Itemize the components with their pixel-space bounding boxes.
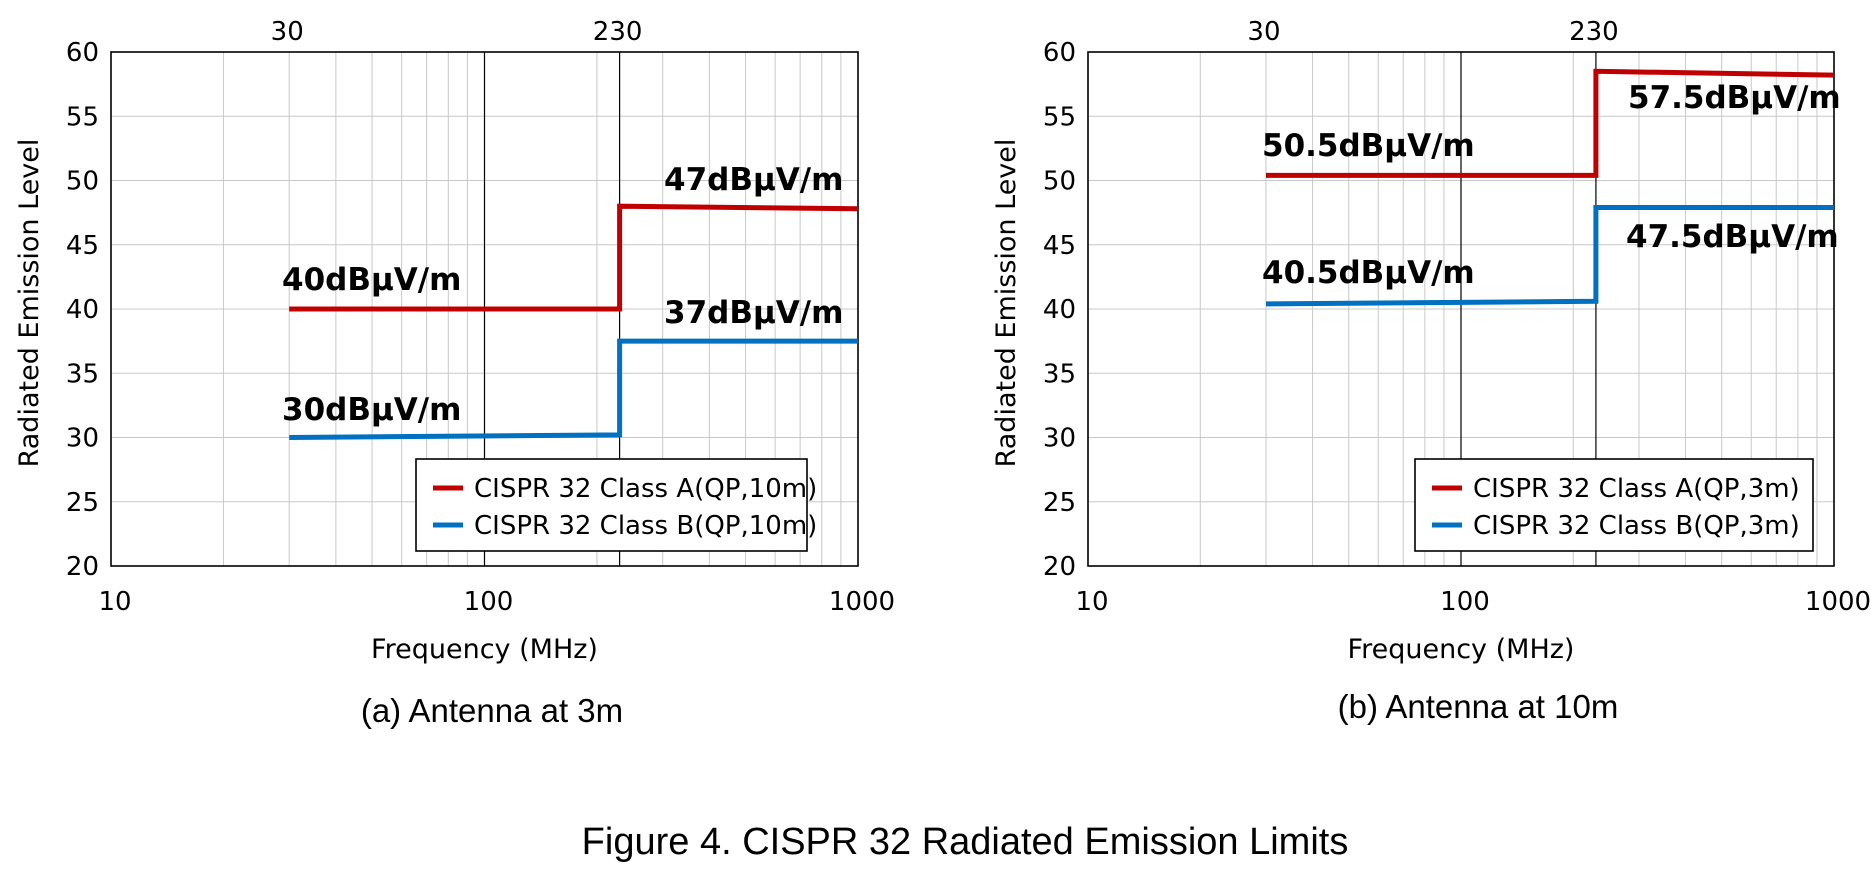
series-line-class-a (289, 203, 859, 312)
x-tick-label: 100 (1440, 587, 1490, 617)
value-label: 30dBµV/m (282, 392, 461, 428)
top-tick-label: 30 (271, 17, 304, 47)
y-tick-label: 60 (1043, 38, 1076, 68)
y-tick-label: 45 (66, 231, 99, 261)
top-tick-label: 230 (593, 17, 643, 47)
y-tick-label: 40 (1043, 295, 1076, 325)
y-tick-label: 55 (1043, 102, 1076, 132)
legend: CISPR 32 Class A(QP,10m) CISPR 32 Class B… (415, 458, 817, 552)
legend-entry: CISPR 32 Class B(QP,3m) (1473, 511, 1800, 541)
x-tick-label: 10 (98, 587, 131, 617)
value-label: 40.5dBµV/m (1262, 255, 1475, 291)
legend: CISPR 32 Class A(QP,3m) CISPR 32 Class B(… (1414, 458, 1814, 552)
y-tick-label: 30 (66, 424, 99, 454)
y-tick-label: 55 (66, 102, 99, 132)
y-tick-label: 25 (66, 488, 99, 518)
value-label: 57.5dBµV/m (1628, 80, 1841, 116)
legend-entry: CISPR 32 Class A(QP,3m) (1473, 474, 1800, 504)
y-tick-label: 35 (66, 359, 99, 389)
plot-frame (1087, 51, 1835, 567)
figure-title: Figure 4. CISPR 32 Radiated Emission Lim… (582, 821, 1349, 863)
value-label: 47dBµV/m (664, 162, 843, 198)
y-tick-label: 50 (66, 167, 99, 197)
legend-box (415, 458, 808, 552)
chart-antenna-10m: 20 25 30 35 40 45 50 55 60 10 100 1000 30 230Frequenc… (991, 17, 1871, 725)
y-tick-label: 30 (1043, 424, 1076, 454)
y-tick-label: 20 (1043, 552, 1076, 582)
legend-entry: CISPR 32 Class B(QP,10m) (474, 511, 817, 541)
x-tick-label: 10 (1075, 587, 1108, 617)
x-axis-title: Frequency (MHz) (1348, 634, 1575, 665)
y-tick-label: 35 (1043, 359, 1076, 389)
value-label: 47.5dBµV/m (1626, 219, 1839, 255)
y-tick-label: 40 (66, 295, 99, 325)
x-tick-label: 100 (464, 587, 514, 617)
plot-frame (110, 51, 859, 567)
x-tick-label: 1000 (1805, 587, 1871, 617)
x-tick-label: 1000 (829, 587, 895, 617)
top-tick-label: 30 (1247, 17, 1280, 47)
y-tick-label: 25 (1043, 488, 1076, 518)
y-tick-label: 20 (66, 552, 99, 582)
legend-box (1414, 458, 1814, 552)
y-axis-title: Radiated Emission Level (991, 139, 1022, 468)
top-tick-label: 230 (1569, 17, 1619, 47)
y-tick-label: 50 (1043, 167, 1076, 197)
y-tick-label: 60 (66, 38, 99, 68)
x-axis-title: Frequency (MHz) (371, 634, 598, 665)
value-label: 37dBµV/m (664, 295, 843, 331)
series-line-class-b (1265, 205, 1834, 307)
series-line-class-a (1266, 68, 1835, 178)
y-tick-label: 45 (1043, 231, 1076, 261)
chart-caption: (b) Antenna at 10m (1338, 688, 1619, 725)
chart-caption: (a) Antenna at 3m (361, 692, 623, 729)
value-label: 50.5dBµV/m (1262, 128, 1475, 164)
value-label: 40dBµV/m (282, 262, 461, 298)
legend-entry: CISPR 32 Class A(QP,10m) (474, 474, 817, 504)
y-axis-title: Radiated Emission Level (14, 139, 45, 468)
chart-antenna-3m: 20 25 30 35 40 45 50 55 60 10 100 1000 30 230Frequenc… (14, 17, 895, 729)
series-line-class-b (289, 338, 858, 440)
